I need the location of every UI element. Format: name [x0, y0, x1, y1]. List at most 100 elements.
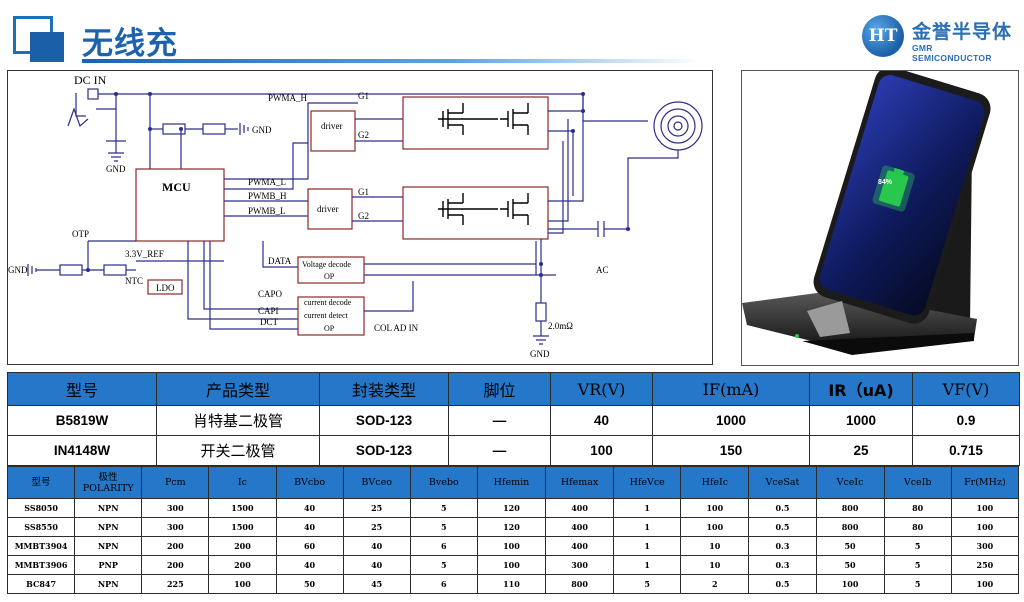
- label-voltage-op: OP: [324, 272, 335, 281]
- cell-if: 150: [652, 435, 810, 466]
- col-header-model: 型号: [7, 372, 157, 406]
- cell-bvebo: 6: [409, 536, 478, 556]
- label-data: DATA: [268, 256, 292, 266]
- label-gnd-bottom: GND: [530, 349, 550, 359]
- polarity-en: POLARITY: [82, 482, 134, 494]
- transistor-spec-table: 型号 极性 POLARITY Pcm Ic BVcbo BVceo Bvebo …: [6, 466, 1020, 594]
- cell-vf: 0.9: [912, 405, 1020, 436]
- cell-vcesat: 0.5: [748, 498, 817, 518]
- label-g2-b: G2: [358, 211, 369, 221]
- cell-pcm: 225: [141, 574, 210, 594]
- cell-bvcbo: 40: [275, 498, 344, 518]
- cell-hfevce: 1: [613, 536, 682, 556]
- cell-fr: 300: [950, 536, 1020, 556]
- cell-pcm: 300: [141, 517, 210, 537]
- cell-hfemax: 400: [544, 536, 615, 556]
- battery-percent-badge: 84%: [878, 179, 893, 186]
- cell-vr: 40: [550, 405, 653, 436]
- cell-hfevce: 5: [613, 574, 682, 594]
- label-current-decode: current decode: [304, 298, 352, 307]
- cell-vcesat: 0.5: [748, 574, 817, 594]
- label-ldo: LDO: [156, 283, 175, 293]
- cell-ir: 1000: [809, 405, 913, 436]
- cell-vceib: 80: [883, 498, 952, 518]
- cell-hfeic: 10: [680, 536, 750, 556]
- cell-vceic: 100: [815, 574, 885, 594]
- cell-polarity: NPN: [74, 536, 143, 556]
- label-driver-2: driver: [317, 204, 339, 214]
- cell-fr: 100: [950, 517, 1020, 537]
- col-header-vceic: VceIc: [815, 466, 885, 499]
- cell-bvceo: 40: [342, 555, 411, 575]
- col-header-bvebo: Bvebo: [409, 466, 478, 499]
- cell-bvebo: 5: [409, 555, 478, 575]
- cell-product-type: 开关二极管: [156, 435, 320, 466]
- col-header-ir: IR（uA): [809, 372, 913, 406]
- polarity-cn: 极性: [98, 471, 118, 483]
- cell-bvceo: 25: [342, 498, 411, 518]
- cell-hfemin: 120: [476, 517, 547, 537]
- col-header-pin: 脚位: [448, 372, 551, 406]
- label-capi: CAPI: [258, 306, 279, 316]
- cell-bvceo: 40: [342, 536, 411, 556]
- label-mcu: MCU: [162, 180, 191, 194]
- cell-product-type: 肖特基二极管: [156, 405, 320, 436]
- company-logo: HT 金誉半导体 GMR SEMICONDUCTOR: [862, 15, 1012, 63]
- cell-package: SOD-123: [319, 435, 449, 466]
- col-header-fr: Fr(MHz): [950, 466, 1020, 499]
- label-capo: CAPO: [258, 289, 283, 299]
- cell-model: B5819W: [7, 405, 157, 436]
- cell-vceib: 5: [883, 555, 952, 575]
- diode-spec-table: 型号 产品类型 封装类型 脚位 VR(V) IF(mA) IR（uA) VF(V…: [7, 372, 1020, 466]
- cell-vceib: 80: [883, 517, 952, 537]
- cell-pin: —: [448, 435, 551, 466]
- label-shunt-resistor: 2.0mΩ: [548, 321, 573, 331]
- transistor-header-row: 型号 极性 POLARITY Pcm Ic BVcbo BVceo Bvebo …: [6, 466, 1020, 499]
- col-header-vcesat: VceSat: [748, 466, 817, 499]
- label-pwma-l: PWMA_L: [248, 177, 286, 187]
- cell-polarity: NPN: [74, 574, 143, 594]
- col-header-vr: VR(V): [550, 372, 653, 406]
- cell-bvcbo: 60: [275, 536, 344, 556]
- cell-hfevce: 1: [613, 555, 682, 575]
- col-header-package: 封装类型: [319, 372, 449, 406]
- cell-polarity: PNP: [74, 555, 143, 575]
- cell-vf: 0.715: [912, 435, 1020, 466]
- cell-hfemax: 400: [544, 498, 615, 518]
- cell-bvcbo: 50: [275, 574, 344, 594]
- label-driver-1: driver: [321, 121, 343, 131]
- label-gnd-right: GND: [252, 125, 272, 135]
- label-ntc: NTC: [125, 276, 143, 286]
- cell-ic: 200: [208, 536, 277, 556]
- label-col-ad-in: COL AD IN: [374, 323, 419, 333]
- label-dct: DCT: [260, 317, 279, 327]
- cell-vceib: 5: [883, 536, 952, 556]
- col-header-hfemin: Hfemin: [476, 466, 547, 499]
- col-header-bvceo: BVceo: [342, 466, 411, 499]
- cell-vcesat: 0.3: [748, 555, 817, 575]
- col-header-model: 型号: [6, 466, 76, 499]
- cell-hfemax: 800: [544, 574, 615, 594]
- label-g1-a: G1: [358, 91, 369, 101]
- label-gnd-left: GND: [8, 265, 28, 275]
- cell-polarity: NPN: [74, 517, 143, 537]
- label-pwma-h: PWMA_H: [268, 93, 308, 103]
- label-otp: OTP: [72, 229, 89, 239]
- diode-header-row: 型号 产品类型 封装类型 脚位 VR(V) IF(mA) IR（uA) VF(V…: [7, 372, 1020, 406]
- title-underline: [82, 59, 702, 63]
- col-header-product-type: 产品类型: [156, 372, 320, 406]
- col-header-hfevce: HfeVce: [613, 466, 682, 499]
- wireless-charger-photo: 84%: [741, 70, 1019, 366]
- cell-hfeic: 10: [680, 555, 750, 575]
- cell-hfemax: 400: [544, 517, 615, 537]
- cell-bvebo: 5: [409, 517, 478, 537]
- label-pwmb-h: PWMB_H: [248, 191, 287, 201]
- wireless-charger-schematic: DC IN GND GND MCU PWMA_H PWMA_L PWMB_H P…: [7, 70, 713, 365]
- label-g2-a: G2: [358, 130, 369, 140]
- cell-polarity: NPN: [74, 498, 143, 518]
- col-header-bvcbo: BVcbo: [275, 466, 344, 499]
- cell-vceic: 50: [815, 555, 885, 575]
- cell-vceib: 5: [883, 574, 952, 594]
